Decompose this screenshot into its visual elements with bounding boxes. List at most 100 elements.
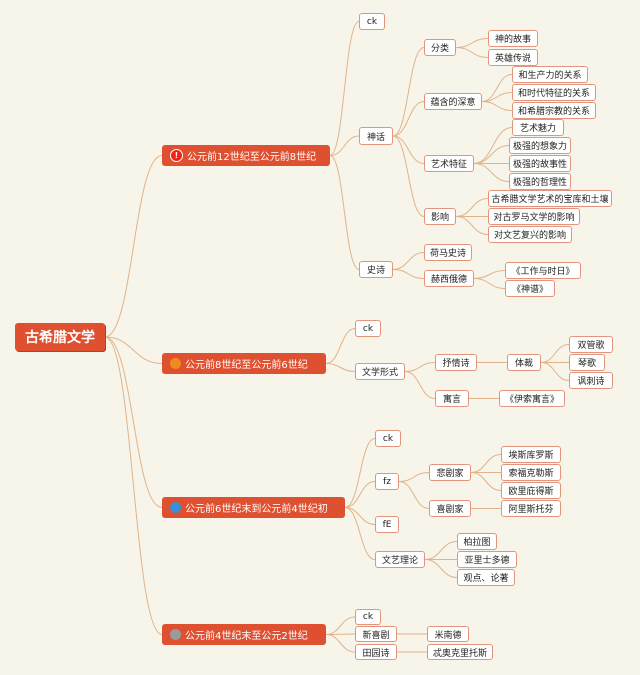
node-label: 讽刺诗 [577,377,605,387]
node-treasure-soil[interactable]: 古希腊文学艺术的宝库和土壤 [488,190,612,207]
node-literary-theory[interactable]: 文艺理论 [375,551,425,568]
node-homeric-epics[interactable]: 荷马史诗 [424,244,472,261]
node-lyre-song[interactable]: 琴歌 [569,354,605,371]
node-lyric-poetry[interactable]: 抒情诗 [435,354,477,371]
branch-period-3[interactable]: 公元前6世纪末到公元前4世纪初 [162,497,345,518]
node-label: 蕴含的深意 [430,98,476,108]
node-menander[interactable]: 米南德 [427,626,469,642]
connector-line [392,135,425,217]
node-label: 对文艺复兴的影响 [493,231,566,241]
node-religion-relation[interactable]: 和希腊宗教的关系 [512,102,596,119]
node-fz[interactable]: fz [375,473,399,490]
connector-line [481,101,513,111]
node-plato[interactable]: 柏拉图 [457,533,497,550]
node-fe[interactable]: fE [375,516,399,533]
connector-line [104,336,163,508]
node-label: 分类 [430,44,449,54]
connector-line [344,507,376,560]
node-double-pipe-song[interactable]: 双管歌 [569,336,613,353]
branch-period-2[interactable]: 公元前8世纪至公元前6世纪 [162,353,326,374]
node-euripides[interactable]: 欧里庇得斯 [501,482,561,499]
connector-line [392,101,425,137]
node-epic[interactable]: 史诗 [359,261,393,278]
node-art-charm[interactable]: 艺术魅力 [512,119,564,136]
orange-dot-icon [170,358,181,369]
node-ck[interactable]: ck [359,13,385,30]
node-deep-meaning[interactable]: 蕴含的深意 [424,93,482,110]
node-influence[interactable]: 影响 [424,208,456,225]
node-ck[interactable]: ck [375,430,401,447]
node-label: 《伊索寓言》 [504,395,559,405]
node-label: 田园诗 [362,648,390,659]
node-roman-influence[interactable]: 对古罗马文学的影响 [488,208,580,225]
connector-line [344,438,376,508]
node-label: 和时代特征的关系 [517,89,590,99]
node-views-works[interactable]: 观点、论著 [457,569,515,586]
node-comedians[interactable]: 喜剧家 [429,500,471,517]
node-ck[interactable]: ck [355,320,381,337]
node-sophocles[interactable]: 索福克勒斯 [501,464,561,481]
node-storytelling[interactable]: 极强的故事性 [509,155,571,172]
node-era-relation[interactable]: 和时代特征的关系 [512,84,596,101]
connector-line [455,47,489,58]
node-works-and-days[interactable]: 《工作与时日》 [505,262,581,279]
node-productivity-relation[interactable]: 和生产力的关系 [512,66,588,83]
node-genre[interactable]: 体裁 [507,354,541,371]
node-theocritus[interactable]: 忒奥克里托斯 [427,644,493,660]
node-satire[interactable]: 讽刺诗 [569,372,613,389]
node-label: 抒情诗 [442,359,470,369]
node-label: 和希腊宗教的关系 [517,107,590,117]
node-aeschylus[interactable]: 埃斯库罗斯 [501,446,561,463]
exclamation-icon: ! [170,149,183,162]
node-label: 索福克勒斯 [508,469,554,479]
node-label: 艺术特征 [430,160,467,170]
branch-period-1[interactable]: ! 公元前12世纪至公元前8世纪 [162,145,330,166]
connector-line [455,38,489,48]
node-gods-stories[interactable]: 神的故事 [488,30,538,47]
branch-period-4[interactable]: 公元前4世纪末至公元2世纪 [162,624,326,645]
node-label: 极强的想象力 [512,142,567,152]
connector-line [329,135,360,156]
node-label: 艺术魅力 [519,124,556,134]
node-theogony[interactable]: 《神谱》 [505,280,555,297]
connector-line [455,198,489,217]
node-label: ck [362,323,374,334]
connector-line [473,278,506,289]
node-aesops-fables[interactable]: 《伊索寓言》 [499,390,565,407]
connector-line [473,270,506,279]
connector-line [104,336,163,364]
node-imagination[interactable]: 极强的想象力 [509,137,571,154]
node-tragedians[interactable]: 悲剧家 [429,464,471,481]
node-hesiod[interactable]: 赫西俄德 [424,270,474,287]
node-label: 和生产力的关系 [518,71,582,81]
node-literary-form[interactable]: 文学形式 [355,363,405,380]
node-art-features[interactable]: 艺术特征 [424,155,474,172]
connector-line [473,145,510,164]
root-node[interactable]: 古希腊文学 [15,323,105,351]
node-hero-legends[interactable]: 英雄传说 [488,49,538,66]
branch-label: 公元前4世纪末至公元2世纪 [185,631,308,642]
node-label: 米南德 [434,630,462,641]
connector-line [325,363,356,372]
node-philosophy[interactable]: 极强的哲理性 [509,173,571,190]
connector-line [325,616,356,635]
node-fable[interactable]: 寓言 [435,390,469,407]
node-label: fz [383,476,391,487]
connector-line [325,634,356,653]
connector-line [473,163,510,182]
node-label: 文学形式 [361,368,398,378]
node-myth-classification[interactable]: 分类 [424,39,456,56]
node-myth[interactable]: 神话 [359,127,393,145]
node-renaissance-influence[interactable]: 对文艺复兴的影响 [488,226,572,243]
node-aristotle[interactable]: 亚里士多德 [457,551,517,568]
node-aristophanes[interactable]: 阿里斯托芬 [501,500,561,517]
node-label: 赫西俄德 [430,275,467,285]
node-new-comedy[interactable]: 新喜剧 [355,626,397,642]
connector-line [392,135,425,164]
node-pastoral-poetry[interactable]: 田园诗 [355,644,397,660]
branch-label: 公元前6世纪末到公元前4世纪初 [185,504,328,515]
node-label: 忒奥克里托斯 [432,648,487,659]
node-ck[interactable]: ck [355,609,381,625]
node-label: 影响 [430,213,449,223]
connector-line [392,47,425,137]
